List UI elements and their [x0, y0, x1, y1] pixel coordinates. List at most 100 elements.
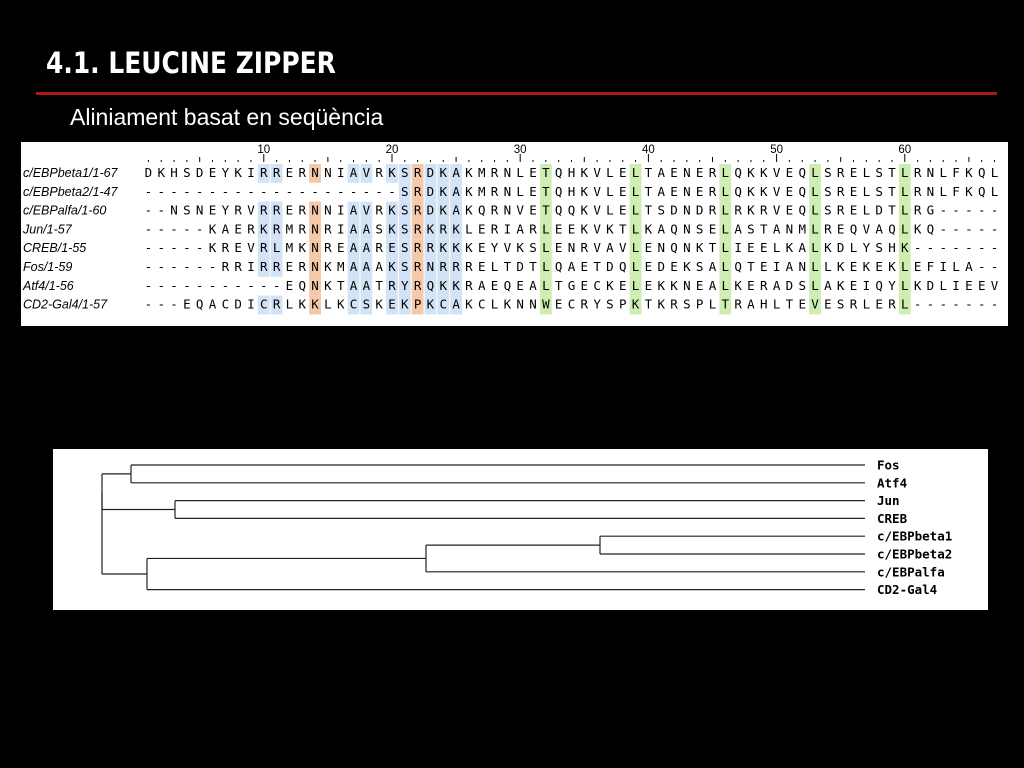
residue: V	[991, 278, 999, 293]
residue: N	[504, 184, 512, 199]
highlight-cell	[360, 220, 373, 240]
highlight-cell	[898, 182, 911, 202]
residue: K	[632, 297, 640, 312]
highlight-cell	[437, 220, 450, 240]
highlight-cell	[809, 164, 821, 183]
residue: L	[824, 259, 832, 274]
residue: -	[991, 297, 999, 312]
residue: V	[773, 184, 781, 199]
residue: L	[863, 165, 871, 180]
highlight-cell	[450, 295, 462, 315]
residue: L	[632, 240, 640, 255]
residue: L	[722, 184, 730, 199]
residue: R	[491, 203, 499, 218]
residue: Q	[196, 297, 204, 312]
residue: K	[581, 203, 589, 218]
residue: -	[991, 221, 999, 236]
residue: K	[914, 278, 922, 293]
residue: -	[183, 184, 191, 199]
residue: A	[222, 221, 230, 236]
residue: K	[606, 221, 614, 236]
highlight-cell	[629, 258, 642, 277]
residue: A	[709, 278, 717, 293]
highlight-cell	[424, 239, 437, 258]
residue: K	[388, 259, 396, 274]
residue: E	[696, 184, 704, 199]
highlight-cell	[539, 295, 552, 315]
highlight-cell	[539, 239, 552, 258]
residue: D	[927, 278, 935, 293]
residue: A	[657, 184, 665, 199]
residue: -	[247, 184, 255, 199]
residue: E	[965, 278, 973, 293]
residue: K	[440, 184, 448, 199]
residue: -	[234, 278, 242, 293]
residue: E	[875, 259, 883, 274]
residue: K	[504, 297, 512, 312]
residue: L	[491, 259, 499, 274]
highlight-cell	[539, 220, 552, 240]
residue: E	[529, 203, 537, 218]
residue: Q	[555, 165, 563, 180]
residue: T	[760, 221, 768, 236]
residue: D	[516, 259, 524, 274]
ruler-label: 60	[898, 144, 911, 156]
residue: E	[209, 165, 217, 180]
residue: -	[260, 184, 268, 199]
residue: L	[811, 278, 819, 293]
highlight-cell	[347, 164, 360, 183]
residue: Q	[978, 165, 986, 180]
residue: D	[427, 184, 435, 199]
highlight-cell	[424, 276, 437, 296]
residue: N	[683, 165, 691, 180]
residue: K	[427, 221, 435, 236]
residue: I	[504, 221, 512, 236]
residue: K	[901, 240, 909, 255]
residue: D	[696, 203, 704, 218]
residue: -	[350, 184, 358, 199]
residue: R	[491, 184, 499, 199]
residue: K	[337, 297, 345, 312]
residue: N	[427, 259, 435, 274]
residue: S	[401, 240, 409, 255]
residue: A	[516, 221, 524, 236]
residue: C	[350, 297, 358, 312]
residue: K	[965, 184, 973, 199]
highlight-cell	[386, 258, 398, 277]
residue: K	[209, 221, 217, 236]
residue: -	[965, 203, 973, 218]
residue: K	[734, 278, 742, 293]
residue: E	[747, 278, 755, 293]
residue: A	[786, 259, 794, 274]
residue: M	[286, 221, 294, 236]
residue: A	[363, 221, 371, 236]
residue: -	[145, 278, 153, 293]
residue: M	[478, 184, 486, 199]
residue: L	[850, 240, 858, 255]
residue: I	[952, 278, 960, 293]
residue: E	[696, 165, 704, 180]
residue: -	[952, 221, 960, 236]
residue: A	[452, 297, 460, 312]
highlight-cell	[257, 164, 270, 183]
residue: R	[414, 221, 422, 236]
residue: A	[747, 297, 755, 312]
highlight-cell	[437, 239, 450, 258]
residue: K	[209, 240, 217, 255]
residue: A	[363, 259, 371, 274]
residue: K	[375, 297, 383, 312]
residue: N	[504, 165, 512, 180]
highlight-cell	[437, 182, 450, 202]
residue: E	[670, 165, 678, 180]
residue: E	[798, 297, 806, 312]
residue: I	[337, 221, 345, 236]
residue: -	[247, 278, 255, 293]
residue: S	[183, 165, 191, 180]
residue: S	[798, 278, 806, 293]
residue: A	[606, 240, 614, 255]
residue: M	[337, 259, 345, 274]
residue: -	[170, 278, 178, 293]
residue: V	[593, 240, 601, 255]
ruler-label: 30	[514, 144, 527, 156]
residue: K	[683, 259, 691, 274]
